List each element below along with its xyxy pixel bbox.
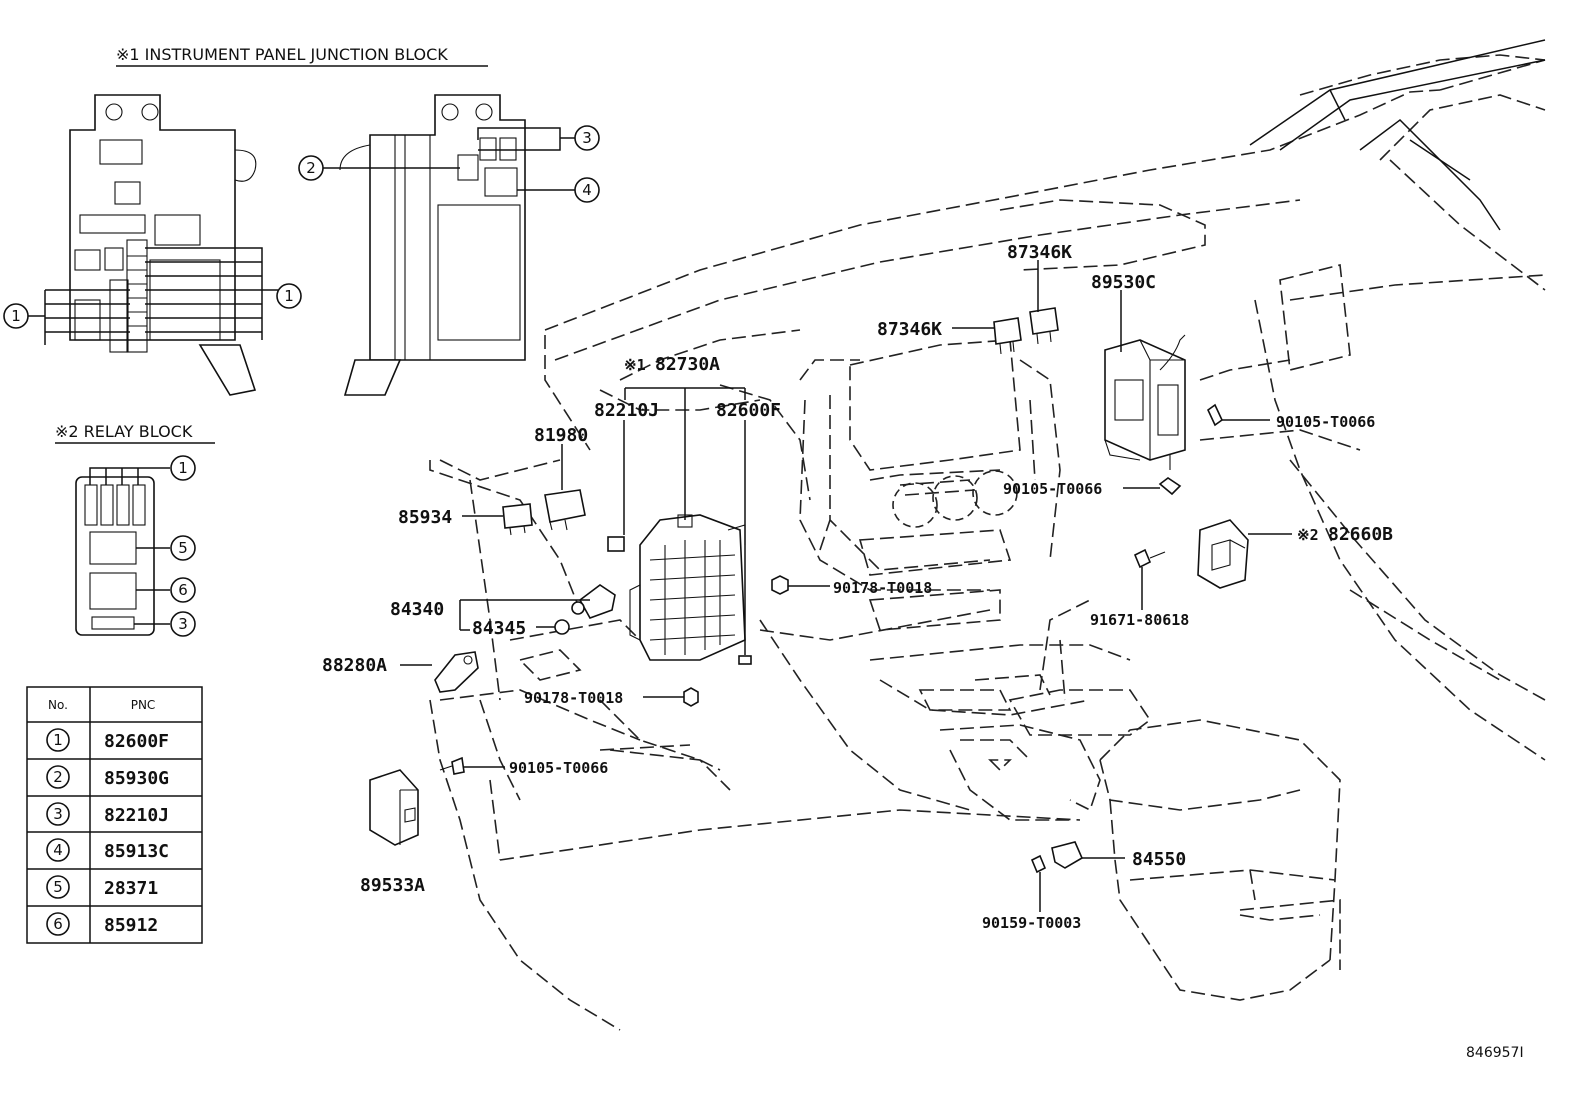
junction-block-front-view: [28, 94, 278, 396]
label-82600f: 82600F: [716, 400, 781, 421]
svg-text:4: 4: [53, 841, 63, 859]
pnc-table: No. PNC 1 82600F 2 85930G 3 82210J 4 859…: [26, 686, 203, 944]
label-90159: 90159-T0003: [982, 914, 1081, 932]
relay-87346k-lower: [993, 317, 1022, 355]
label-89533a: 89533A: [360, 875, 425, 896]
table-row: 5 28371: [46, 875, 158, 899]
relay-block: [75, 467, 170, 636]
table-row: 4 85913C: [46, 838, 169, 862]
svg-text:2: 2: [53, 768, 63, 786]
bracket-84550: [1051, 841, 1084, 869]
label-84340: 84340: [390, 599, 444, 620]
svg-text:85912: 85912: [104, 915, 158, 936]
screw-90159: [1030, 854, 1047, 874]
table-row: 2 85930G: [46, 765, 169, 789]
svg-text:85913C: 85913C: [104, 841, 169, 862]
relay-81980: [544, 489, 586, 531]
table-row: 6 85912: [46, 912, 158, 936]
callout-1-right: 1: [276, 283, 302, 309]
svg-text:4: 4: [582, 181, 592, 199]
table-header-pnc: PNC: [131, 698, 156, 712]
fuse-82210j: [607, 536, 625, 552]
label-84550: 84550: [1132, 849, 1186, 870]
label-90178-a: 90178-T0018: [833, 579, 932, 597]
label-81980: 81980: [534, 425, 588, 446]
label-82730a: 82730A: [655, 354, 720, 375]
label-90105-c: 90105-T0066: [1003, 480, 1102, 498]
label-82660b-mark: ※2: [1297, 526, 1319, 544]
label-90105-a: 90105-T0066: [509, 759, 608, 777]
bracket-82730a: [624, 387, 746, 520]
bulb-84345: [554, 619, 570, 635]
nut-90178-a: [771, 575, 789, 595]
table-header-no: No.: [48, 698, 68, 712]
svg-text:28371: 28371: [104, 878, 158, 899]
label-82210j: 82210J: [594, 400, 659, 421]
bolt-90105-c: [1158, 477, 1182, 496]
relay-callout-6: 6: [170, 577, 196, 603]
relay-block-title: ※2 RELAY BLOCK: [55, 422, 193, 441]
svg-text:6: 6: [178, 581, 188, 599]
callout-2: 2: [298, 155, 324, 181]
svg-text:5: 5: [178, 539, 188, 557]
relay-block-82660b: [1197, 519, 1249, 589]
switch-84340: [571, 584, 616, 619]
junction-block-82730a: [629, 514, 746, 661]
ecu-89530c: [1104, 334, 1186, 470]
svg-text:1: 1: [178, 459, 188, 477]
svg-text:5: 5: [53, 878, 63, 896]
module-89533a: [369, 769, 419, 846]
label-91671: 91671-80618: [1090, 611, 1189, 629]
bolt-91671: [1133, 548, 1166, 569]
relay-callout-3: 3: [170, 611, 196, 637]
label-84345: 84345: [472, 618, 526, 639]
svg-text:3: 3: [178, 615, 188, 633]
figure-id: 846957I: [1466, 1045, 1524, 1061]
svg-text:82600F: 82600F: [104, 731, 169, 752]
svg-text:3: 3: [53, 805, 63, 823]
nut-90178-b: [683, 687, 699, 707]
fuse-82600f: [738, 655, 752, 665]
svg-text:1: 1: [284, 287, 294, 305]
callout-3: 3: [574, 125, 600, 151]
relay-87346k-upper: [1029, 307, 1059, 345]
label-82660b: 82660B: [1328, 524, 1393, 545]
fuse-row: [109, 239, 148, 353]
relay-callout-1: 1: [170, 455, 196, 481]
label-90178-b: 90178-T0018: [524, 689, 623, 707]
svg-text:1: 1: [53, 731, 63, 749]
junction-block-rear-view: [322, 94, 575, 396]
sensor-88280a: [434, 651, 479, 693]
svg-text:82210J: 82210J: [104, 805, 169, 826]
bolt-90105-a: [439, 756, 465, 775]
svg-text:6: 6: [53, 915, 63, 933]
label-82730a-mark: ※1: [624, 356, 646, 374]
leader-84340: [459, 599, 590, 631]
junction-block-title: ※1 INSTRUMENT PANEL JUNCTION BLOCK: [116, 45, 448, 64]
svg-text:85930G: 85930G: [104, 768, 169, 789]
callout-1-left: 1: [3, 303, 29, 329]
label-89530c: 89530C: [1091, 272, 1156, 293]
svg-text:1: 1: [11, 307, 21, 325]
label-88280a: 88280A: [322, 655, 387, 676]
callout-4: 4: [574, 177, 600, 203]
relay-callout-5: 5: [170, 535, 196, 561]
windshield-lines: [1249, 39, 1546, 231]
label-87346k-lower: 87346K: [877, 319, 942, 340]
relay-85934: [502, 503, 533, 536]
table-row: 3 82210J: [46, 802, 169, 826]
svg-text:3: 3: [582, 129, 592, 147]
label-87346k-upper: 87346K: [1007, 242, 1072, 263]
table-row: 1 82600F: [46, 728, 169, 752]
svg-text:2: 2: [306, 159, 316, 177]
label-85934: 85934: [398, 507, 452, 528]
dashboard-outline: [429, 54, 1546, 1031]
bolt-90105-b: [1206, 403, 1224, 427]
label-90105-b: 90105-T0066: [1276, 413, 1375, 431]
